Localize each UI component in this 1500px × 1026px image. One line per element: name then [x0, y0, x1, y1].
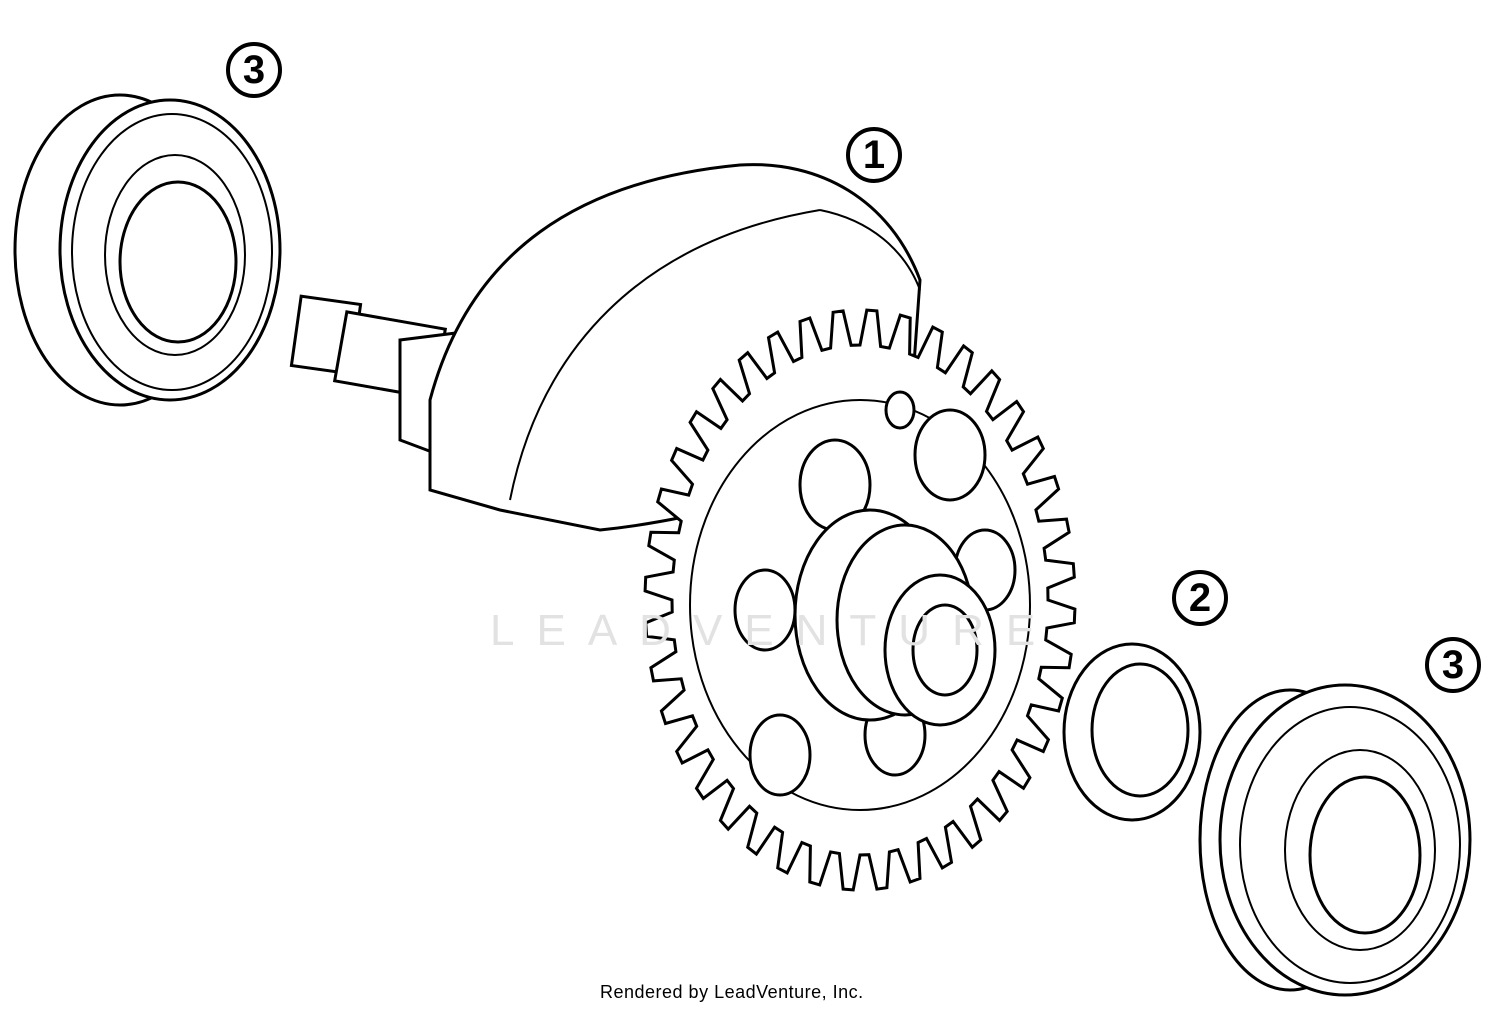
bearing-left — [13, 93, 282, 407]
callout-2: 2 — [1172, 570, 1228, 626]
callout-1: 1 — [846, 127, 902, 183]
callout-3-left: 3 — [226, 42, 282, 98]
gear — [643, 308, 1077, 892]
washer — [1062, 642, 1202, 822]
callout-3-right: 3 — [1425, 637, 1481, 693]
bearing-right — [1198, 683, 1472, 997]
watermark: LEADVENTURE — [490, 606, 1058, 655]
credit-text: Rendered by LeadVenture, Inc. — [600, 982, 864, 1002]
